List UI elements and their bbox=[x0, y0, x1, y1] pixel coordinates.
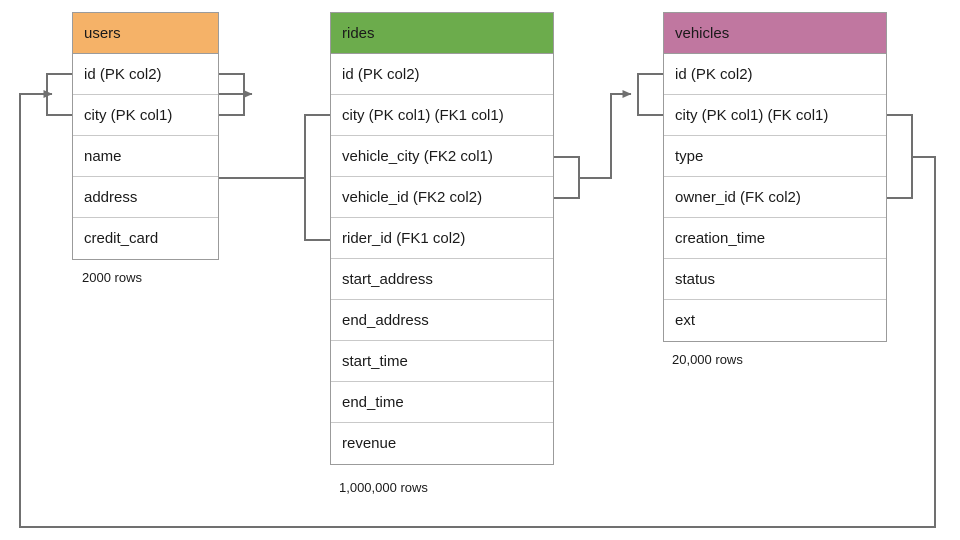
entity-users-title: users bbox=[73, 13, 218, 54]
field-users-city[interactable]: city (PK col1) bbox=[73, 95, 218, 136]
field-users-id[interactable]: id (PK col2) bbox=[73, 54, 218, 95]
field-rides-end-time[interactable]: end_time bbox=[331, 382, 553, 423]
row-count-users: 2000 rows bbox=[82, 270, 142, 285]
users-right-bracket bbox=[219, 73, 245, 116]
vehicles-left-bracket bbox=[637, 73, 663, 116]
field-rides-rider-id[interactable]: rider_id (FK1 col2) bbox=[331, 218, 553, 259]
field-vehicles-id[interactable]: id (PK col2) bbox=[664, 54, 886, 95]
entity-rides-title: rides bbox=[331, 13, 553, 54]
field-vehicles-owner-id[interactable]: owner_id (FK col2) bbox=[664, 177, 886, 218]
row-count-rides: 1,000,000 rows bbox=[339, 480, 428, 495]
field-rides-city[interactable]: city (PK col1) (FK1 col1) bbox=[331, 95, 553, 136]
rides-left-bracket bbox=[304, 114, 330, 241]
field-rides-id[interactable]: id (PK col2) bbox=[331, 54, 553, 95]
field-users-name[interactable]: name bbox=[73, 136, 218, 177]
field-rides-revenue[interactable]: revenue bbox=[342, 435, 397, 452]
field-vehicles-creation-time[interactable]: creation_time bbox=[664, 218, 886, 259]
users-left-bracket bbox=[46, 73, 72, 116]
field-rides-start-time[interactable]: start_time bbox=[331, 341, 553, 382]
field-rides-start-address[interactable]: start_address bbox=[331, 259, 553, 300]
row-count-vehicles: 20,000 rows bbox=[672, 352, 743, 367]
field-users-credit-card[interactable]: credit_card bbox=[84, 230, 159, 247]
field-vehicles-type[interactable]: type bbox=[664, 136, 886, 177]
entity-vehicles-title: vehicles bbox=[664, 13, 886, 54]
connector-rides-to-vehicles bbox=[579, 90, 632, 179]
field-users-address[interactable]: address bbox=[73, 177, 218, 218]
entity-rides[interactable]: rides id (PK col2) city (PK col1) (FK1 c… bbox=[330, 12, 554, 465]
rides-right-bracket bbox=[554, 156, 580, 199]
entity-users[interactable]: users id (PK col2) city (PK col1) name a… bbox=[72, 12, 219, 260]
field-vehicles-status[interactable]: status bbox=[664, 259, 886, 300]
field-rides-vehicle-city[interactable]: vehicle_city (FK2 col1) bbox=[331, 136, 553, 177]
field-vehicles-city[interactable]: city (PK col1) (FK col1) bbox=[664, 95, 886, 136]
entity-vehicles[interactable]: vehicles id (PK col2) city (PK col1) (FK… bbox=[663, 12, 887, 342]
field-rides-vehicle-id[interactable]: vehicle_id (FK2 col2) bbox=[331, 177, 553, 218]
connector-rides-to-users bbox=[206, 90, 305, 179]
field-rides-end-address[interactable]: end_address bbox=[331, 300, 553, 341]
vehicles-right-bracket bbox=[887, 114, 913, 199]
field-vehicles-ext[interactable]: ext bbox=[675, 312, 696, 329]
